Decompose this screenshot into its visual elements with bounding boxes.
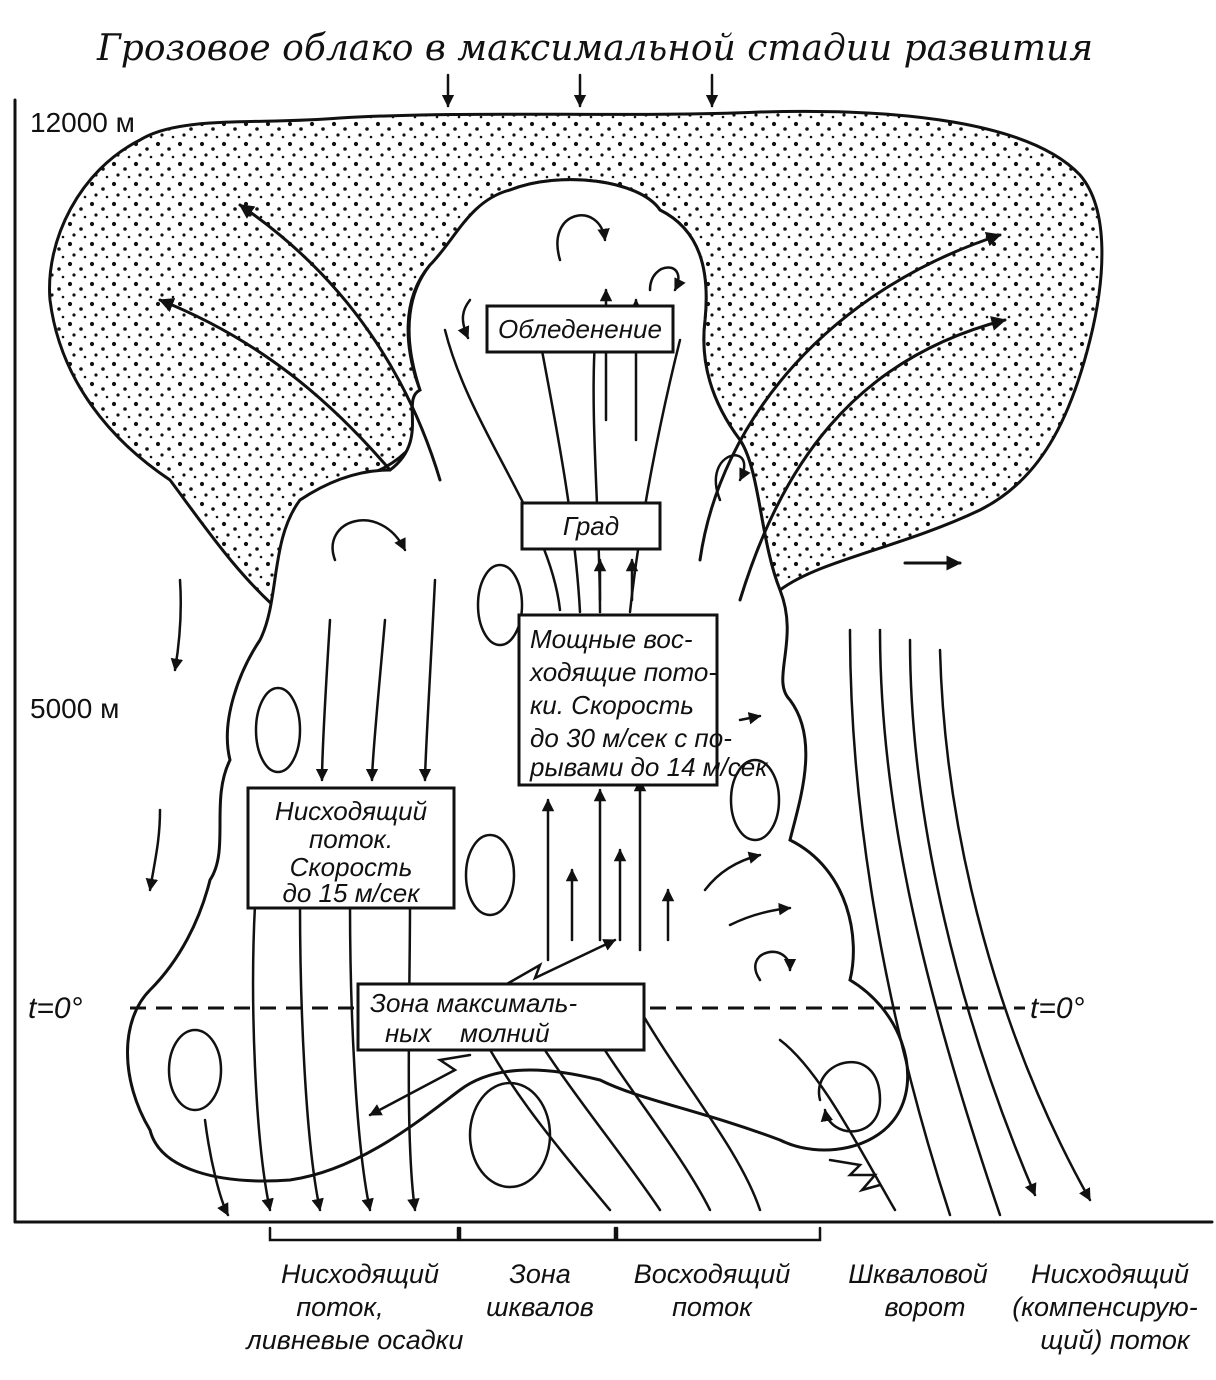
outflow-arrow-left-1 xyxy=(238,203,442,482)
compensating-line-2 xyxy=(878,628,1002,1217)
downdraft-line-5 xyxy=(298,903,324,1212)
box-downdraft-line-2: поток. xyxy=(309,824,393,854)
downdraft-line-2 xyxy=(365,618,387,782)
updraft-line-4 xyxy=(628,338,682,614)
lightning-bolt-upper xyxy=(503,938,617,987)
downdraft-line-3 xyxy=(418,578,437,782)
curl-arrow-2 xyxy=(728,902,792,927)
eddy-squall-collar xyxy=(817,1060,882,1133)
squall-collar-zigzag xyxy=(828,1158,882,1193)
eddy-top-2 xyxy=(648,266,686,292)
box-downdraft-line-1: Нисходящий xyxy=(275,796,427,826)
box-downdraft: Нисходящий поток. Скорость до 15 м/сек xyxy=(246,786,456,910)
eddy-center-lower xyxy=(464,833,516,917)
eddy-right-lower xyxy=(754,950,797,982)
downdraft-line-1 xyxy=(315,618,332,782)
eddy-left-base xyxy=(167,1028,223,1112)
box-downdraft-line-3: Скорость xyxy=(290,852,413,882)
precip-arrow-left-1 xyxy=(170,578,184,672)
box-updraft-line-2: ходящие пото- xyxy=(528,657,717,687)
ground-label-updraft: Восходящий поток xyxy=(634,1259,791,1322)
altitude-5000: 5000 м xyxy=(30,693,119,724)
eddy-top-1 xyxy=(556,214,610,262)
downdraft-line-4 xyxy=(251,903,274,1212)
base-line-5 xyxy=(778,1038,897,1212)
updraft-line-1 xyxy=(443,328,562,612)
gl-squall-2: шквалов xyxy=(486,1292,594,1322)
eddy-right-mid xyxy=(729,758,781,842)
downdraft-line-6 xyxy=(348,903,374,1212)
box-updraft-line-1: Мощные вос- xyxy=(530,624,693,654)
gl-comp-3: щий) поток xyxy=(1040,1325,1191,1355)
isotherm-label-right: t=0° xyxy=(1030,992,1085,1025)
box-updraft: Мощные вос- ходящие пото- ки. Скорость д… xyxy=(517,613,769,787)
eddy-right-upper xyxy=(714,454,751,502)
bracket-updraft xyxy=(615,1226,822,1242)
altitude-12000: 12000 м xyxy=(30,107,135,138)
bracket-downdraft-rain xyxy=(268,1226,460,1242)
ground-label-squall-zone: Зона шквалов xyxy=(486,1259,594,1322)
box-lightning-line-3: молний xyxy=(460,1018,550,1048)
gl-downdraft-2: поток, xyxy=(296,1292,383,1322)
gl-downdraft-3: ливневые осадки xyxy=(245,1325,464,1355)
outflow-arrow-right-1 xyxy=(698,232,1002,562)
eddy-left-5000 xyxy=(254,686,302,774)
eddy-center-base xyxy=(468,1081,552,1189)
diagram-title: Грозовое облако в максимальной стадии ра… xyxy=(96,28,1093,69)
box-hail-text: Град xyxy=(563,511,619,541)
box-lightning-line-2: ных xyxy=(385,1018,432,1048)
gl-updraft-2: поток xyxy=(672,1292,753,1322)
box-lightning-line-1: Зона максималь- xyxy=(370,988,577,1018)
ground-label-compensating: Нисходящий (компенсирую- щий) поток xyxy=(1012,1259,1197,1355)
side-arrow-right xyxy=(738,712,762,725)
gl-downdraft-1: Нисходящий xyxy=(281,1259,439,1289)
compensating-line-1 xyxy=(848,628,952,1217)
bracket-squall-zone xyxy=(458,1226,617,1242)
box-updraft-line-5: рывами до 14 м/сек xyxy=(529,752,769,782)
box-updraft-line-4: до 30 м/сек с по- xyxy=(530,723,732,753)
eddy-center-upper xyxy=(476,563,524,647)
lightning-bolt-lower xyxy=(368,1053,472,1117)
box-lightning-zone: Зона максималь- ных молний xyxy=(356,982,646,1052)
outflow-arrow-left-2 xyxy=(158,298,392,472)
gl-updraft-1: Восходящий xyxy=(634,1259,791,1289)
compensating-line-3 xyxy=(908,638,1037,1197)
downdraft-line-8 xyxy=(203,1118,230,1217)
ground-label-squall-collar: Шкваловой ворот xyxy=(848,1259,988,1322)
compensating-line-4 xyxy=(938,648,1092,1202)
gl-comp-1: Нисходящий xyxy=(1031,1259,1189,1289)
box-icing: Обледенение xyxy=(485,304,675,354)
box-icing-text: Обледенение xyxy=(498,314,662,344)
eddy-top-3 xyxy=(457,298,472,340)
gl-squall-1: Зона xyxy=(509,1259,570,1289)
gl-collar-1: Шкваловой xyxy=(848,1259,988,1289)
gl-collar-2: ворот xyxy=(884,1292,965,1322)
curl-arrow-1 xyxy=(703,851,762,892)
updraft-line-2 xyxy=(538,338,582,614)
box-downdraft-line-4: до 15 м/сек xyxy=(283,878,422,908)
outflow-arrow-right-2 xyxy=(738,316,1007,602)
eddy-left-upper xyxy=(331,519,407,562)
precip-arrow-left-2 xyxy=(145,808,162,892)
box-updraft-line-3: ки. Скорость xyxy=(530,690,694,720)
base-line-4 xyxy=(638,1008,762,1212)
isotherm-label-left: t=0° xyxy=(28,992,83,1025)
ground-label-downdraft-rain: Нисходящий поток, ливневые осадки xyxy=(245,1259,464,1355)
gl-comp-2: (компенсирую- xyxy=(1012,1292,1197,1322)
downdraft-line-7 xyxy=(407,903,420,1212)
box-hail: Град xyxy=(520,501,662,551)
